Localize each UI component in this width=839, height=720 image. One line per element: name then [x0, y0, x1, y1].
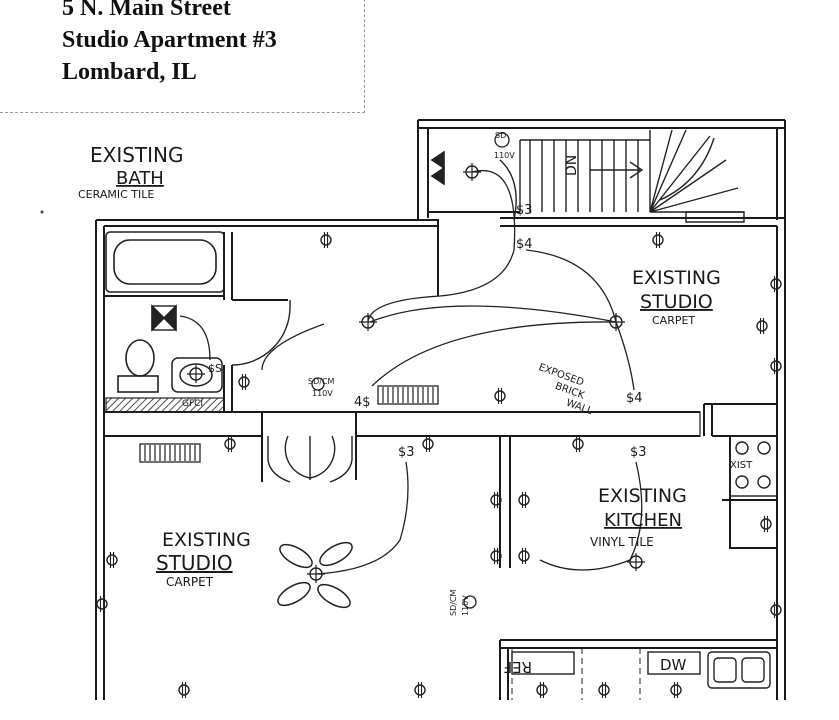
staircase — [499, 129, 745, 223]
light-fixture — [186, 364, 206, 384]
exhaust-fan-icon — [151, 304, 177, 332]
stair-dn-label: DN — [564, 155, 580, 176]
tile-hatch — [105, 397, 225, 413]
city-line: Lombard, IL — [62, 59, 197, 85]
sd1-label: SD — [495, 131, 506, 140]
studio-lower-label-2: STUDIO — [156, 551, 233, 575]
wiring — [179, 170, 643, 575]
smoke-detector-icon — [463, 595, 477, 609]
exist-label: XIST — [730, 460, 753, 471]
kitchen-label-1: EXISTING — [598, 485, 687, 507]
switch-brick: $4 — [626, 391, 643, 406]
address-line: 5 N. Main Street — [62, 0, 231, 21]
bath-door-swing — [231, 300, 291, 366]
brick-wall-note: EXPOSED BRICK WALL — [537, 362, 594, 417]
sd2-label: SD/CM — [308, 377, 335, 386]
ref-label: REF — [503, 658, 532, 676]
unit-line: Studio Apartment #3 — [62, 27, 277, 53]
sd3-note: SD/CM 110V — [449, 589, 470, 616]
scan-speck — [40, 210, 44, 214]
switch-hall: 4$ — [354, 395, 371, 410]
bath-label-2: BATH — [116, 168, 164, 189]
studio-lower-finish: CARPET — [166, 575, 214, 589]
light-fixture — [626, 552, 646, 572]
bath-label-1: EXISTING — [90, 143, 184, 167]
radiator-lower — [139, 443, 201, 463]
corridor-wall-left — [103, 411, 263, 437]
dw-label: DW — [660, 656, 687, 674]
bath-finish: CERAMIC TILE — [78, 188, 154, 201]
light-fixture — [358, 312, 378, 332]
switch-stair: $3 — [516, 203, 533, 218]
smoke-detector-icon — [311, 377, 325, 391]
studio-upper-label-1: EXISTING — [632, 267, 721, 289]
smoke-detector-icon — [494, 132, 510, 148]
switch-kitchen: $3 — [630, 445, 647, 460]
sd1-voltage: 110V — [494, 151, 515, 160]
sd2-voltage: 110V — [312, 389, 333, 398]
entry-door-icon — [430, 150, 445, 186]
kitchen-finish: VINYL TILE — [590, 535, 654, 549]
dishwasher — [647, 651, 701, 675]
light-fixture — [606, 312, 626, 332]
counter-divisions — [511, 648, 641, 700]
sink — [171, 357, 223, 393]
studio-lower-label-1: EXISTING — [162, 529, 251, 551]
light-fixture — [306, 564, 326, 584]
radiator-upper — [377, 385, 439, 405]
bathtub — [105, 231, 225, 293]
studio-upper-label-2: STUDIO — [640, 291, 713, 313]
gfci-label: GFCI — [182, 399, 203, 409]
switch-bath: $S — [208, 362, 222, 375]
toilet — [117, 339, 159, 393]
light-fixture — [462, 162, 482, 182]
range-icon — [729, 435, 778, 497]
ceiling-fan-icon — [277, 541, 353, 609]
kitchen-sink — [707, 651, 771, 689]
switch-lower: $3 — [398, 445, 415, 460]
svg-text:110V: 110V — [461, 595, 470, 616]
studio-upper-finish: CARPET — [652, 314, 695, 327]
svg-text:SD/CM: SD/CM — [449, 589, 458, 616]
corridor-wall-right — [355, 411, 701, 437]
switch-upper: $4 — [516, 237, 533, 252]
closet-doors — [267, 435, 353, 483]
title-block — [0, 0, 365, 113]
kitchen-label-2: KITCHEN — [604, 510, 682, 531]
